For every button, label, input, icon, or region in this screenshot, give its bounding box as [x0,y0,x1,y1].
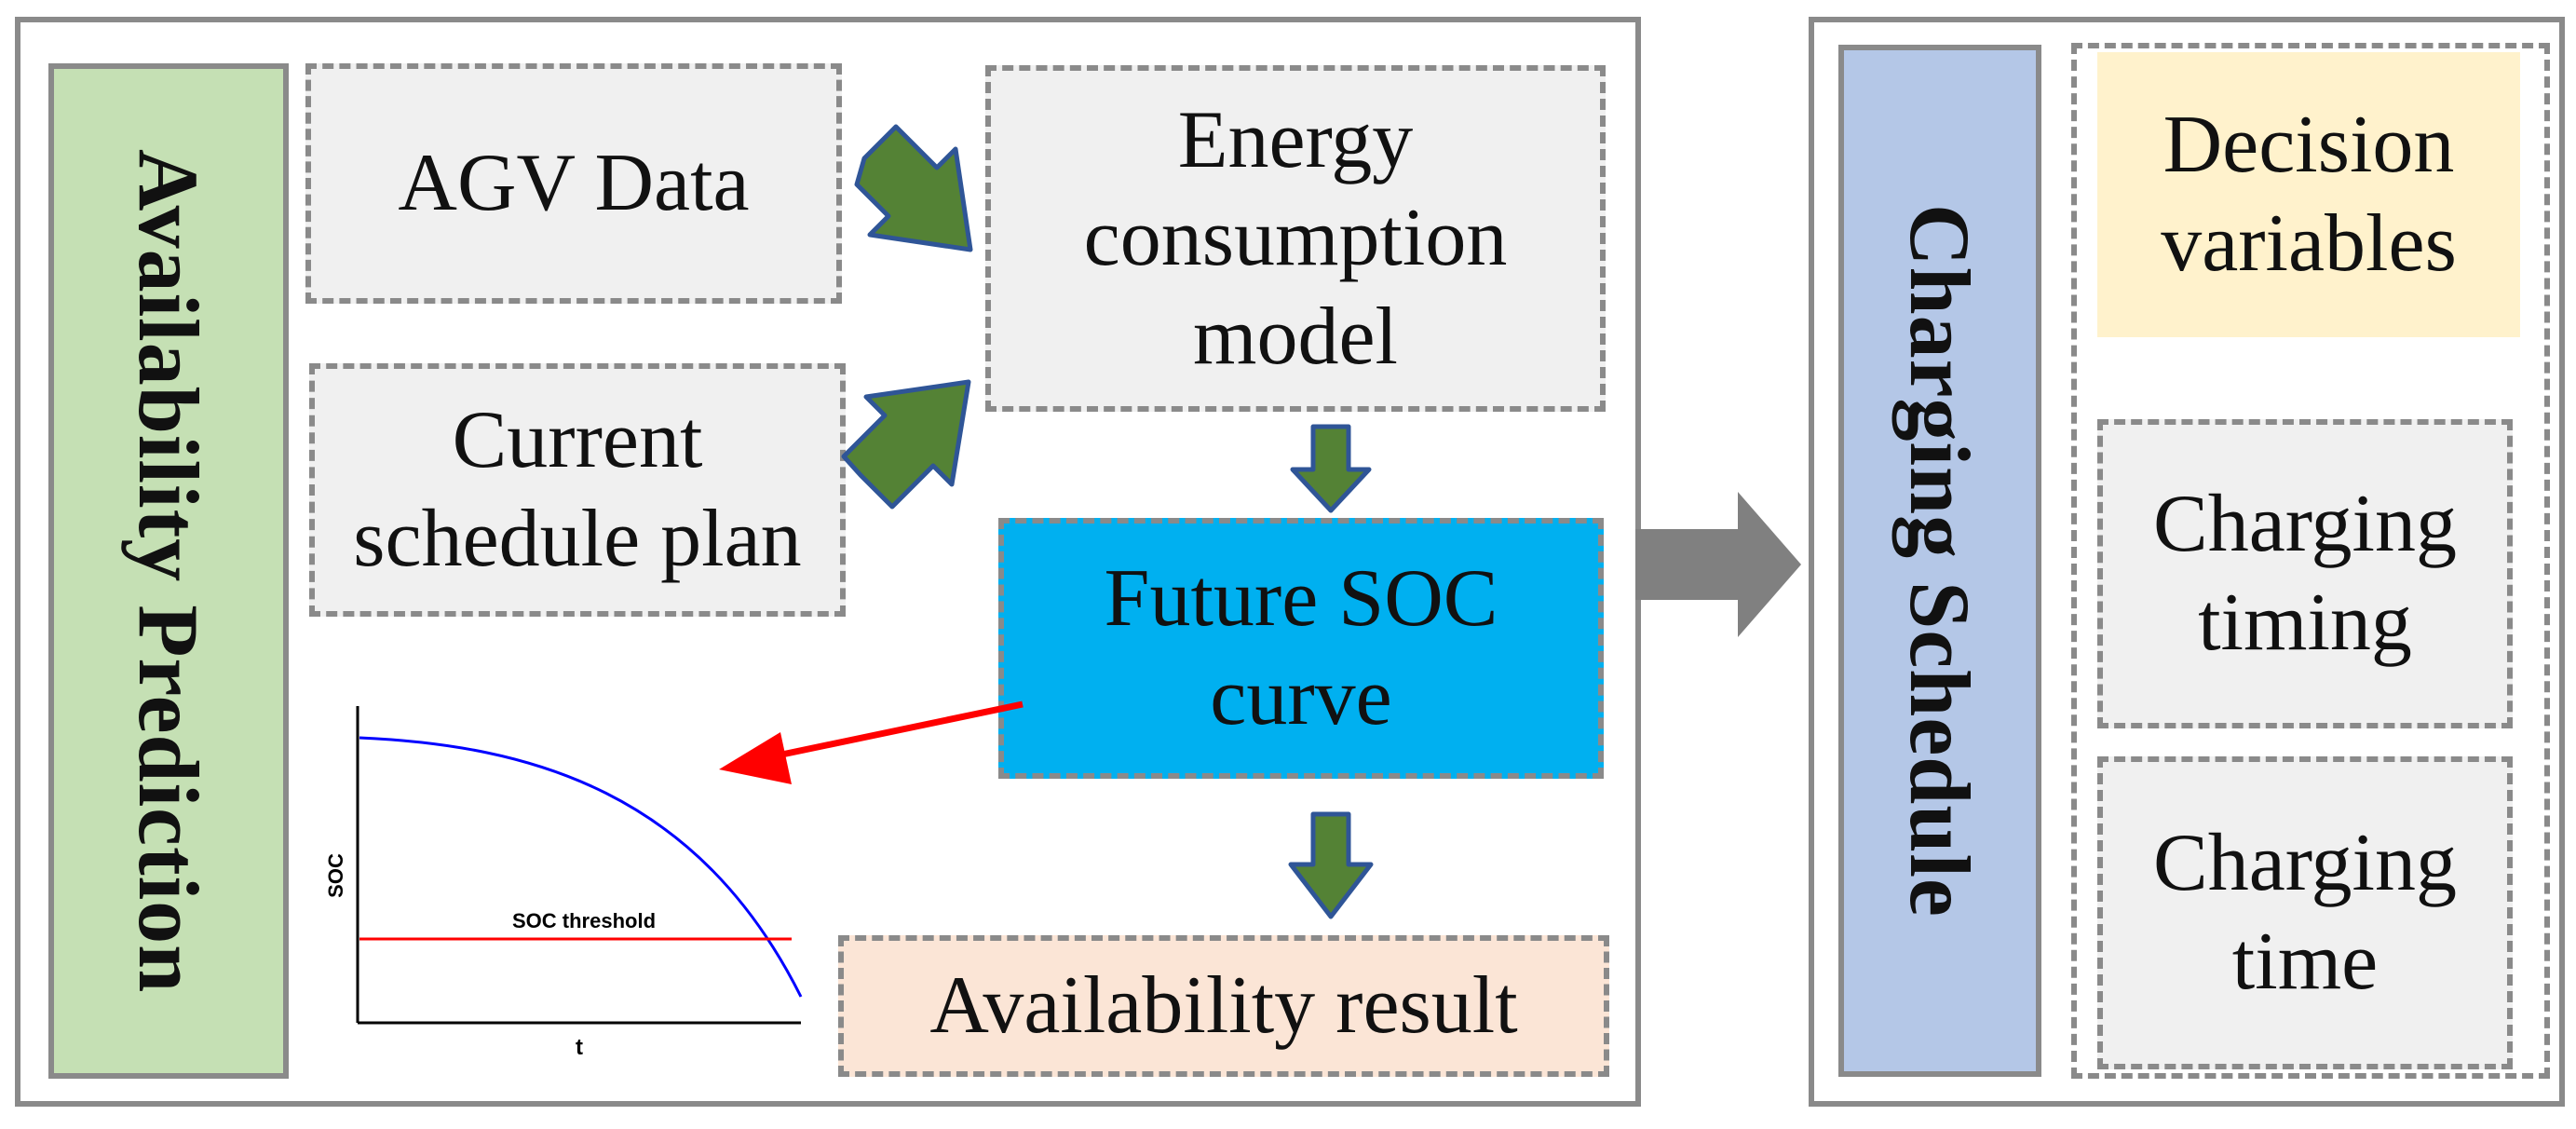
availability-prediction-title: Availability Prediction [121,148,216,994]
soc-curve [359,736,803,998]
soc-axis-label: SOC [324,853,347,898]
availability-result-box: Availability result [838,935,1609,1077]
green-arrow-icon [1290,424,1372,513]
green-arrow-icon [1288,811,1374,919]
soc-mini-chart: SOC threshold SOC t [324,706,803,1060]
availability-prediction-label: Availability Prediction [48,63,289,1079]
decision-variables-text: Decision variables [2161,100,2457,289]
charging-timing-text: Charging timing [2153,479,2457,668]
decision-variables-group [2071,43,2550,1079]
red-arrow-icon [719,732,792,784]
soc-threshold-label: SOC threshold [512,909,656,932]
charging-timing-box: Charging timing [2097,419,2513,728]
agv-data-box: AGV Data [305,63,842,304]
future-soc-box: Future SOC curve [998,518,1604,779]
charging-schedule-label: Charging Schedule [1838,45,2041,1077]
charging-time-box: Charging time [2097,756,2513,1069]
decision-variables-box: Decision variables [2097,52,2520,337]
energy-model-box: Energy consumption model [985,65,1606,412]
green-arrow-icon [841,379,971,510]
availability-result-text: Availability result [929,960,1518,1052]
charging-schedule-title: Charging Schedule [1892,204,1987,918]
time-axis-label: t [576,1035,583,1060]
current-schedule-box: Current schedule plan [309,363,846,617]
energy-model-text: Energy consumption model [1083,94,1508,382]
agv-data-text: AGV Data [398,138,750,229]
current-schedule-text: Current schedule plan [353,395,802,584]
future-soc-text: Future SOC curve [1104,553,1498,742]
charging-time-text: Charging time [2153,818,2457,1007]
green-arrow-icon [854,124,973,252]
gray-arrow-icon [1635,492,1801,637]
red-arrow-shaft [772,701,1024,760]
